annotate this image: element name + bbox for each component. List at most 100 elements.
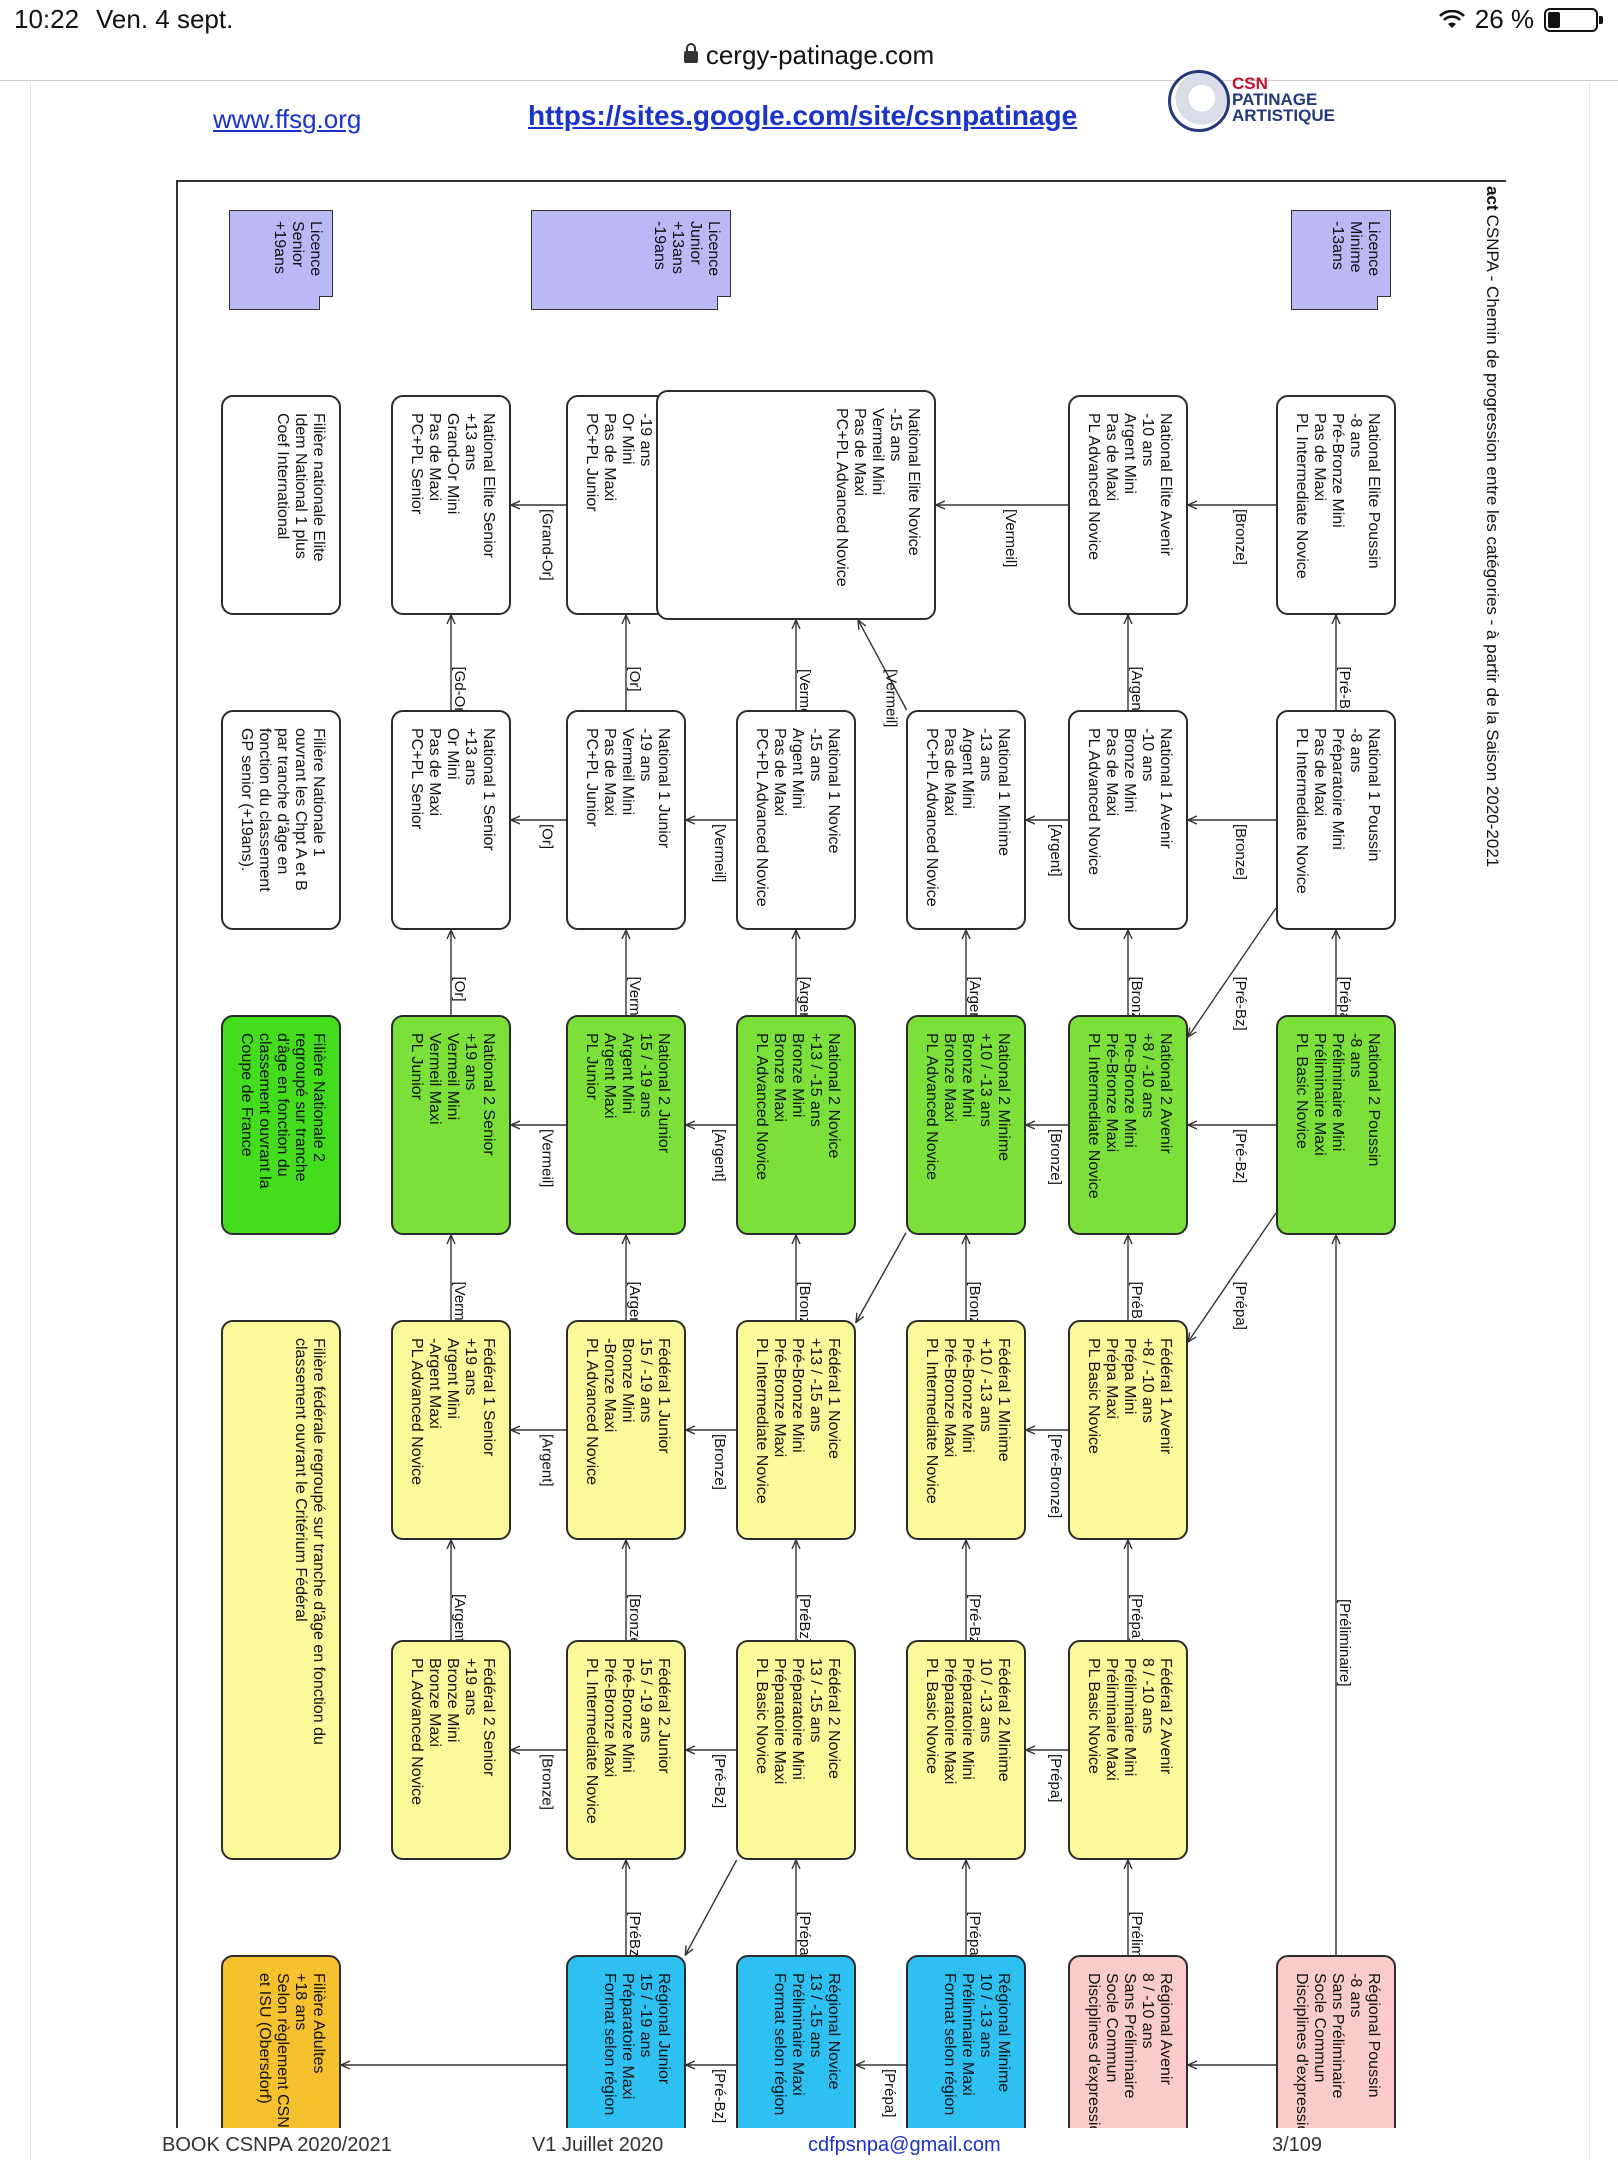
box-line: PL Advanced Novice bbox=[583, 1338, 600, 1486]
box-line: Pre-Bronze Mini bbox=[1121, 1033, 1138, 1148]
box-line: National 1 Senior bbox=[480, 728, 497, 851]
box-line: Argent Mini bbox=[619, 1033, 636, 1114]
edge-label: [Prépa] bbox=[1128, 1594, 1145, 1642]
box-line: Fédéral 2 Junior bbox=[655, 1658, 672, 1774]
box-line: National 1 Novice bbox=[825, 728, 842, 854]
box-line: classement ouvrant le Critérium Fédéral bbox=[292, 1338, 309, 1622]
box-line: PL Basic Novice bbox=[923, 1658, 940, 1774]
box-line: 13 / -15 ans bbox=[807, 1658, 824, 1743]
battery-icon bbox=[1544, 7, 1603, 32]
box-line: Vermeil Mini bbox=[444, 1033, 461, 1121]
box-line: Sans Préliminaire bbox=[1121, 1973, 1138, 2099]
edge-label: [PréBz] bbox=[1128, 1282, 1145, 1331]
box-line: Bronze Mini bbox=[789, 1033, 806, 1118]
box-line: PC+PL Advanced Novice bbox=[753, 728, 770, 907]
box-line: PC+PL Senior bbox=[408, 413, 425, 515]
footer-email[interactable]: cdfpsnpa@gmail.com bbox=[808, 2134, 1001, 2156]
edge-label: [Argent] bbox=[451, 1594, 468, 1647]
edge-label: [Vermeil] bbox=[1002, 509, 1019, 567]
licence-line: Licence bbox=[705, 221, 722, 277]
box-line: PL Intermediate Novice bbox=[753, 1338, 770, 1504]
footer-version: V1 Juillet 2020 bbox=[532, 2134, 664, 2156]
box-line: PL Intermediate Novice bbox=[583, 1658, 600, 1824]
edge-label: [Prépa] bbox=[966, 1912, 983, 1960]
footer-page: 3/109 bbox=[1272, 2134, 1323, 2156]
box-line: Pré-Bronze Maxi bbox=[1103, 1033, 1120, 1153]
box-line: PL Advanced Novice bbox=[1085, 413, 1102, 561]
box-line: -8 ans bbox=[1347, 1033, 1364, 1078]
box-line: Régional Avenir bbox=[1157, 1973, 1174, 2085]
box-line: -10 ans bbox=[1139, 728, 1156, 782]
box-line: +19 ans bbox=[462, 1033, 479, 1091]
box-line: National 2 Minime bbox=[995, 1033, 1012, 1162]
logo-text-csn: CSN bbox=[1232, 74, 1268, 93]
box-line: Bronze Maxi bbox=[426, 1658, 443, 1747]
logo-text-artistique: ARTISTIQUE bbox=[1232, 106, 1335, 125]
box-line: Or Mini bbox=[444, 728, 461, 780]
status-bar: 10:22 Ven. 4 sept. 26 % bbox=[0, 0, 1618, 40]
box-line: Argent Maxi bbox=[601, 1033, 618, 1119]
licence-line: +19ans bbox=[271, 221, 288, 274]
box-line: PC+PL Senior bbox=[408, 728, 425, 830]
box-line: Pré-Bronze Mini bbox=[619, 1658, 636, 1773]
box-line: -15 ans bbox=[807, 728, 824, 782]
box-line: Bronze Maxi bbox=[941, 1033, 958, 1122]
box-line: Format selon région bbox=[941, 1973, 958, 2116]
box-line: 15 / -19 ans bbox=[637, 1658, 654, 1743]
wifi-icon bbox=[1438, 9, 1465, 28]
address-bar[interactable]: cergy-patinage.com bbox=[0, 40, 1618, 80]
box-line: Préparatoire Mini bbox=[1329, 728, 1346, 850]
box-line: 15 / -19 ans bbox=[637, 1338, 654, 1423]
box-line: Fédéral 1 Junior bbox=[655, 1338, 672, 1454]
box-line: PL Advanced Novice bbox=[408, 1658, 425, 1806]
licence-line: Senior bbox=[289, 221, 306, 268]
box-line: National 1 Poussin bbox=[1365, 728, 1382, 862]
box-line: Fédéral 2 Senior bbox=[480, 1658, 497, 1777]
box-line: Idem National 1 plus bbox=[292, 413, 309, 559]
box-line: Pré-Bronze Maxi bbox=[771, 1338, 788, 1458]
box-line: Or Mini bbox=[619, 413, 636, 465]
edge-arrow bbox=[1188, 1212, 1277, 1342]
edge-label: [Vermeil] bbox=[882, 669, 899, 727]
box-line: Argent Mini bbox=[959, 728, 976, 809]
edge-label: [Gd-Or] bbox=[451, 667, 468, 717]
box-line: d'âge en fonction du bbox=[274, 1033, 291, 1177]
box-line: -8 ans bbox=[1347, 728, 1364, 773]
box-line: Filière Nationale 1 bbox=[310, 728, 327, 857]
box-line: Régional Poussin bbox=[1365, 1973, 1382, 2098]
box-line: par tranche d'âge en bbox=[274, 728, 291, 875]
status-right: 26 % bbox=[1438, 4, 1603, 35]
ffsg-link[interactable]: www.ffsg.org bbox=[213, 104, 362, 134]
box-line: PL Basic Novice bbox=[1293, 1033, 1310, 1149]
box-line: -8 ans bbox=[1347, 413, 1364, 458]
box-line: Coupe de France bbox=[238, 1033, 255, 1157]
address-url[interactable]: cergy-patinage.com bbox=[705, 40, 935, 70]
box-line: Bronze Maxi bbox=[771, 1033, 788, 1122]
box-line: Prépa Maxi bbox=[1103, 1338, 1120, 1419]
edge-label: [Argent] bbox=[1047, 824, 1064, 877]
diagram-arrows: [Grand-Or][Or][Vermeil][Bronze][Gd-Or][O… bbox=[176, 180, 1353, 2123]
csnpa-site-link[interactable]: https://sites.google.com/site/csnpatinag… bbox=[528, 100, 1078, 131]
box-line: PL Basic Novice bbox=[1085, 1338, 1102, 1454]
edge-label: [Or] bbox=[626, 667, 643, 692]
edge-label: [Pré-Bz] bbox=[711, 2069, 728, 2123]
box-line: Socle Commun bbox=[1103, 1973, 1120, 2083]
edge-arrow bbox=[858, 620, 908, 711]
edge-label: [Argent] bbox=[711, 1129, 728, 1182]
box-line: PL Intermediate Novice bbox=[1085, 1033, 1102, 1199]
status-time: 10:22 bbox=[14, 4, 80, 34]
box-line: +19 ans bbox=[462, 1658, 479, 1716]
box-line: Fédéral 2 Novice bbox=[825, 1658, 842, 1779]
battery-level bbox=[1548, 11, 1560, 28]
